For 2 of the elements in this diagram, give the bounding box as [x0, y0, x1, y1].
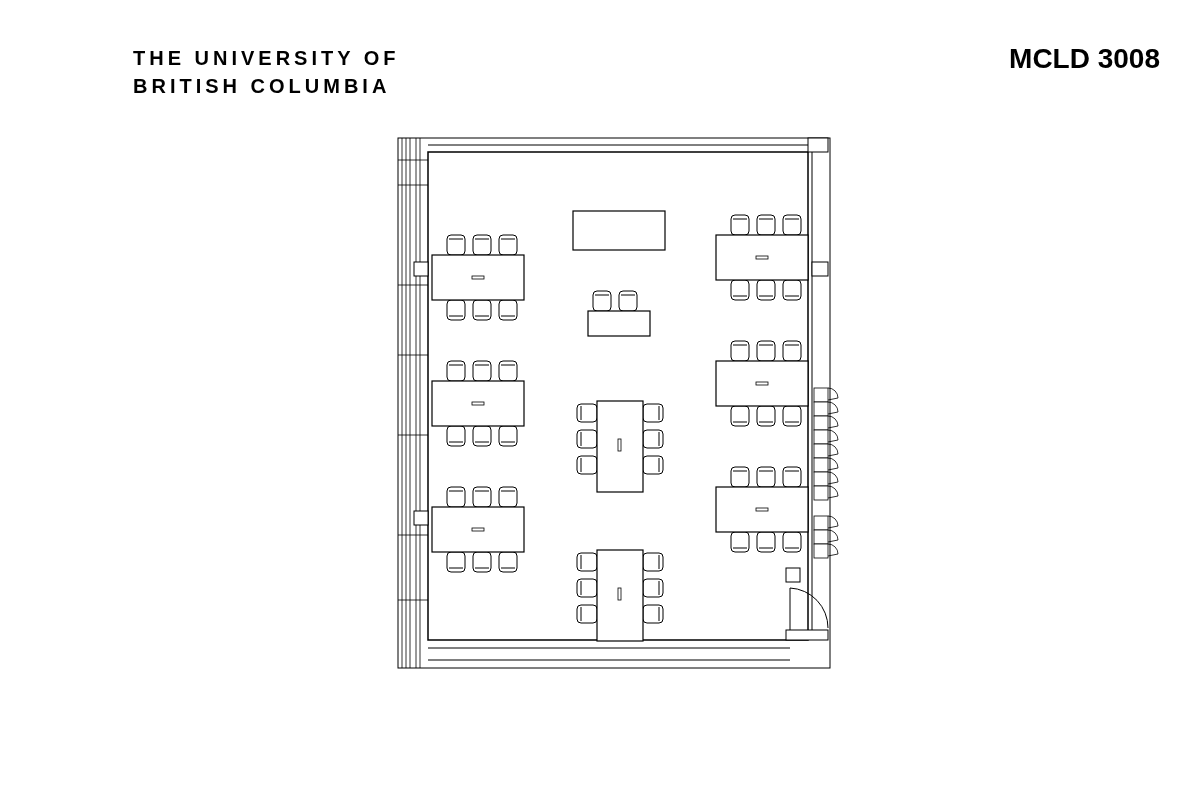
- room-number-heading: MCLD 3008: [1009, 42, 1160, 76]
- institution-name: THE UNIVERSITY OF BRITISH COLUMBIA: [133, 46, 401, 99]
